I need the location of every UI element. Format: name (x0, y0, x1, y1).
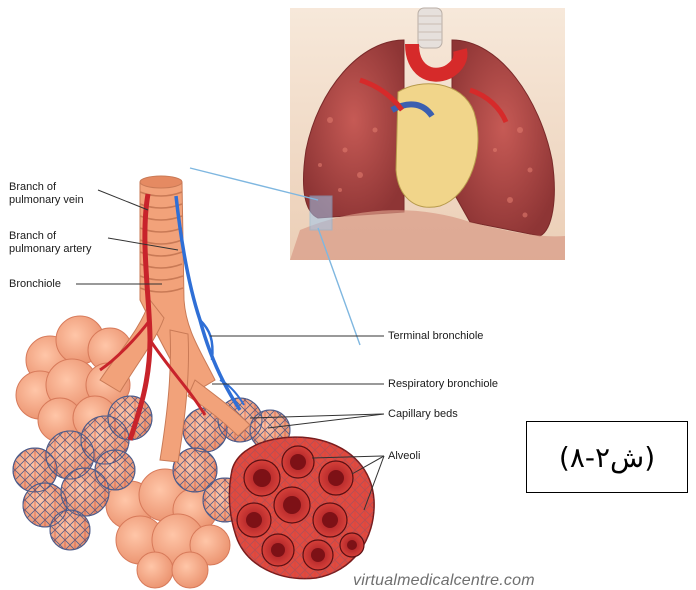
lungs-illustration (290, 8, 565, 260)
figure-number: (ش۲-۸) (559, 441, 655, 474)
label-bronchiole: Bronchiole (9, 278, 61, 291)
label-alveoli: Alveoli (388, 450, 420, 463)
alveoli-cross-section (229, 437, 374, 579)
label-pulmonary-vein: Branch of pulmonary vein (9, 181, 84, 207)
label-terminal-bronchiole: Terminal bronchiole (388, 330, 483, 343)
label-pulmonary-artery: Branch of pulmonary artery (9, 230, 92, 256)
watermark: virtualmedicalcentre.com (353, 572, 535, 590)
figure-number-box: (ش۲-۸) (526, 421, 688, 493)
label-capillary-beds: Capillary beds (388, 408, 458, 421)
label-respiratory-bronchiole: Respiratory bronchiole (388, 378, 498, 391)
